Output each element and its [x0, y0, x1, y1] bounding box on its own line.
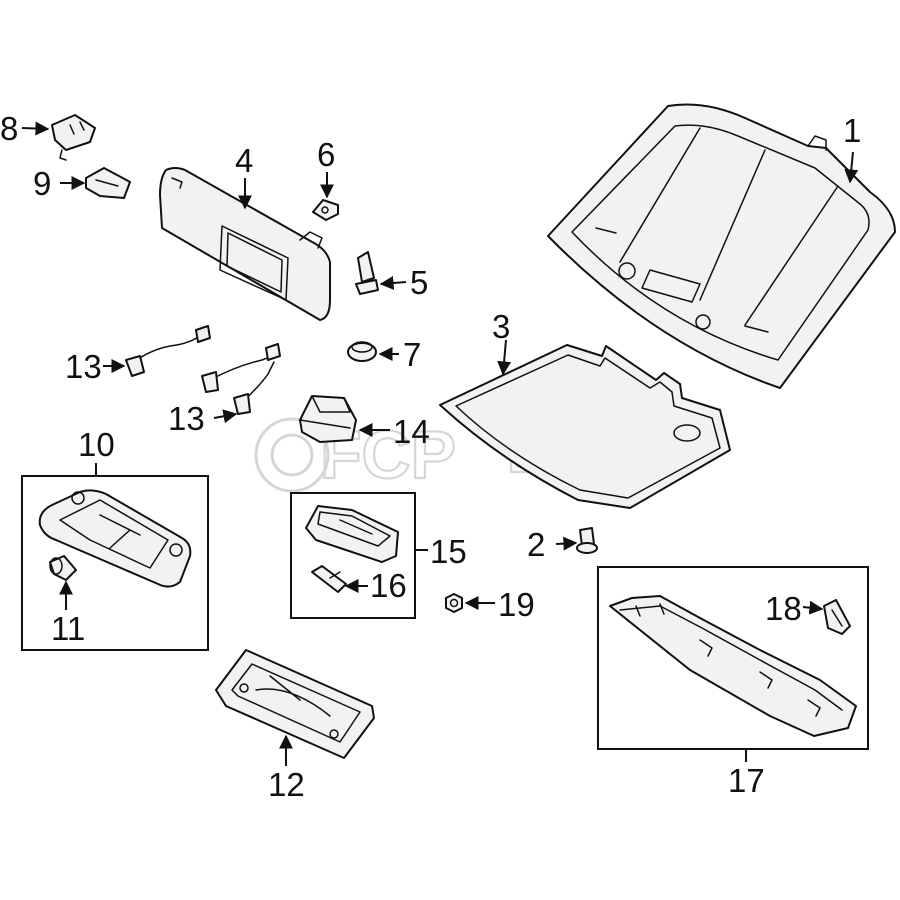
part-6-clip	[312, 199, 339, 221]
part-9-cover	[85, 167, 131, 199]
part-14-lamp	[299, 395, 357, 443]
part-10-dome-lamp	[38, 489, 192, 588]
part-7-cap	[347, 341, 377, 362]
callout-19: 19	[498, 586, 535, 623]
callout-17: 17	[728, 762, 765, 799]
group-box-15	[290, 492, 416, 619]
part-19-nut	[445, 593, 463, 613]
part-12-map-lamp	[215, 649, 375, 759]
callout-16: 16	[370, 567, 407, 604]
callout-18: 18	[765, 590, 802, 627]
callout-9: 9	[33, 165, 51, 202]
callout-14: 14	[393, 413, 430, 450]
part-3-insulator	[439, 344, 731, 509]
part-13-harness-upper	[125, 325, 211, 377]
callout-8: 8	[0, 110, 18, 147]
part-4-sun-visor	[159, 167, 331, 321]
part-15-lamp-housing	[305, 505, 399, 563]
callout-5: 5	[410, 264, 428, 301]
callout-15: 15	[430, 533, 467, 570]
callout-13-lower: 13	[168, 400, 205, 437]
callout-10: 10	[78, 426, 115, 463]
part-5-screw	[355, 251, 379, 295]
part-8-bracket	[51, 114, 96, 161]
part-1-headliner	[547, 103, 896, 389]
callout-4: 4	[235, 142, 253, 179]
callout-13-upper: 13	[65, 348, 102, 385]
group-box-10	[21, 475, 209, 651]
part-11-bulb	[49, 555, 77, 581]
callout-1: 1	[843, 112, 861, 149]
part-13-harness-lower	[201, 343, 281, 415]
callout-3: 3	[492, 308, 510, 345]
callout-7: 7	[403, 336, 421, 373]
group-box-17	[597, 566, 869, 750]
callout-11: 11	[51, 610, 85, 647]
part-2-pin	[576, 527, 598, 554]
part-16-bulb	[311, 565, 347, 593]
callout-6: 6	[317, 136, 335, 173]
part-18-clip	[823, 599, 851, 635]
watermark-logo-icon	[254, 417, 330, 493]
callout-2: 2	[527, 526, 545, 563]
part-17-trim-panel	[609, 595, 857, 737]
callout-12: 12	[268, 766, 305, 803]
